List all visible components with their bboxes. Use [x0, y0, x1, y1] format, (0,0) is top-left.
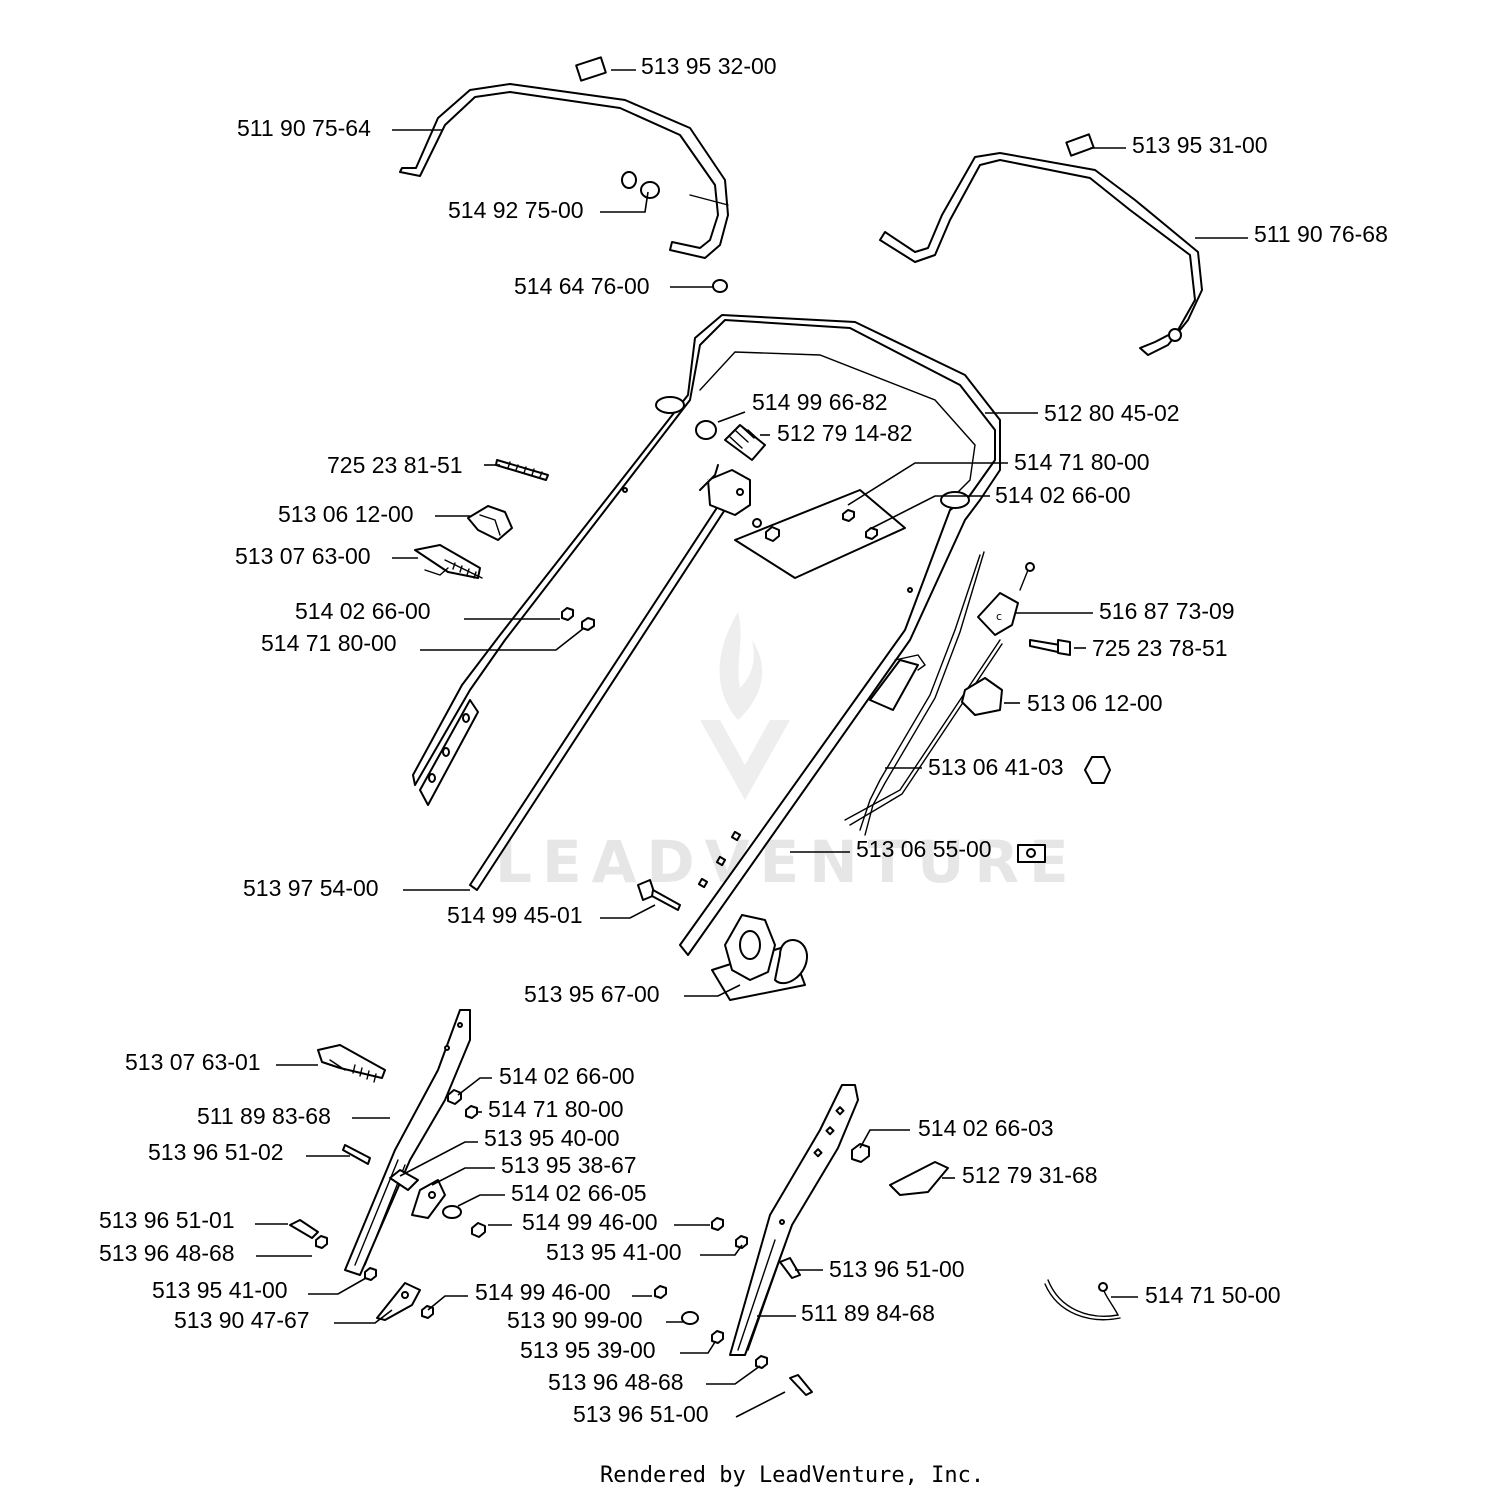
part-label[interactable]: 513 95 41-00: [152, 1277, 288, 1303]
adjust-wheel: [711, 914, 809, 1001]
part-label[interactable]: 513 96 51-00: [829, 1256, 965, 1282]
svg-text:c: c: [996, 610, 1002, 623]
part-label[interactable]: 514 64 76-00: [514, 273, 650, 299]
part-label[interactable]: 725 23 78-51: [1092, 635, 1228, 661]
lower-right-parts: [654, 1084, 1121, 1396]
part-label[interactable]: 513 95 40-00: [484, 1125, 620, 1151]
bracket-plate: [734, 489, 906, 579]
part-label[interactable]: 513 95 67-00: [524, 981, 660, 1007]
part-label[interactable]: 513 95 31-00: [1132, 132, 1268, 158]
part-label[interactable]: 514 02 66-00: [995, 482, 1131, 508]
part-label[interactable]: 514 99 66-82: [752, 389, 888, 415]
part-label[interactable]: 513 06 55-00: [856, 836, 992, 862]
part-label[interactable]: 512 79 31-68: [962, 1162, 1098, 1188]
upper-handle-right: [879, 133, 1203, 356]
part-label[interactable]: 514 99 46-00: [475, 1279, 611, 1305]
part-label[interactable]: 512 79 14-82: [777, 420, 913, 446]
watermark-text: LEADVENTURE: [495, 828, 1079, 896]
part-label[interactable]: 514 99 46-00: [522, 1209, 658, 1235]
upper-handle-left: [399, 56, 729, 293]
part-label[interactable]: 513 07 63-01: [125, 1049, 261, 1075]
part-label[interactable]: 514 99 45-01: [447, 902, 583, 928]
footer-credit: Rendered by LeadVenture, Inc.: [600, 1463, 984, 1488]
part-label[interactable]: 513 07 63-00: [235, 543, 371, 569]
part-label[interactable]: 513 96 51-00: [573, 1401, 709, 1427]
part-label[interactable]: 514 71 80-00: [1014, 449, 1150, 475]
left-fasteners: [414, 459, 595, 631]
part-label[interactable]: 511 90 75-64: [237, 115, 371, 141]
part-label[interactable]: 725 23 81-51: [327, 452, 463, 478]
part-label[interactable]: 513 95 38-67: [501, 1152, 637, 1178]
part-label[interactable]: 513 90 99-00: [507, 1307, 643, 1333]
part-label[interactable]: 513 06 41-03: [928, 754, 1064, 780]
part-label[interactable]: 511 90 76-68: [1254, 221, 1388, 247]
part-label[interactable]: 514 02 66-00: [295, 598, 431, 624]
part-label[interactable]: 514 92 75-00: [448, 197, 584, 223]
part-label[interactable]: 513 95 32-00: [641, 53, 777, 79]
part-label[interactable]: 513 97 54-00: [243, 875, 379, 901]
watermark: LEADVENTURE: [495, 612, 1079, 896]
part-label[interactable]: 514 02 66-05: [511, 1180, 647, 1206]
part-label[interactable]: 513 06 12-00: [1027, 690, 1163, 716]
spring-and-cap: [695, 420, 766, 461]
part-label[interactable]: 513 06 12-00: [278, 501, 414, 527]
part-label[interactable]: 511 89 84-68: [801, 1300, 935, 1326]
part-label[interactable]: 514 71 80-00: [488, 1096, 624, 1122]
part-labels: 513 95 32-00 511 90 75-64 514 92 75-00 5…: [99, 53, 1388, 1427]
part-label[interactable]: 513 95 39-00: [520, 1337, 656, 1363]
part-label[interactable]: 513 96 48-68: [548, 1369, 684, 1395]
part-label[interactable]: 513 96 51-02: [148, 1139, 284, 1165]
part-label[interactable]: 514 02 66-00: [499, 1063, 635, 1089]
part-label[interactable]: 513 90 47-67: [174, 1307, 310, 1333]
part-label[interactable]: 513 96 48-68: [99, 1240, 235, 1266]
cable-parts: c: [844, 551, 1111, 863]
lower-left-parts: [289, 1009, 486, 1321]
part-label[interactable]: 511 89 83-68: [197, 1103, 331, 1129]
part-label[interactable]: 514 02 66-03: [918, 1115, 1054, 1141]
main-handle: [412, 314, 1001, 956]
drive-rod: [469, 464, 751, 891]
part-label[interactable]: 514 71 80-00: [261, 630, 397, 656]
center-bolt: [637, 879, 681, 911]
leader-lines: [255, 69, 1248, 1418]
part-label[interactable]: 513 96 51-01: [99, 1207, 235, 1233]
part-label[interactable]: 512 80 45-02: [1044, 400, 1180, 426]
part-label[interactable]: 516 87 73-09: [1099, 598, 1235, 624]
part-label[interactable]: 514 71 50-00: [1145, 1282, 1281, 1308]
part-label[interactable]: 513 95 41-00: [546, 1239, 682, 1265]
